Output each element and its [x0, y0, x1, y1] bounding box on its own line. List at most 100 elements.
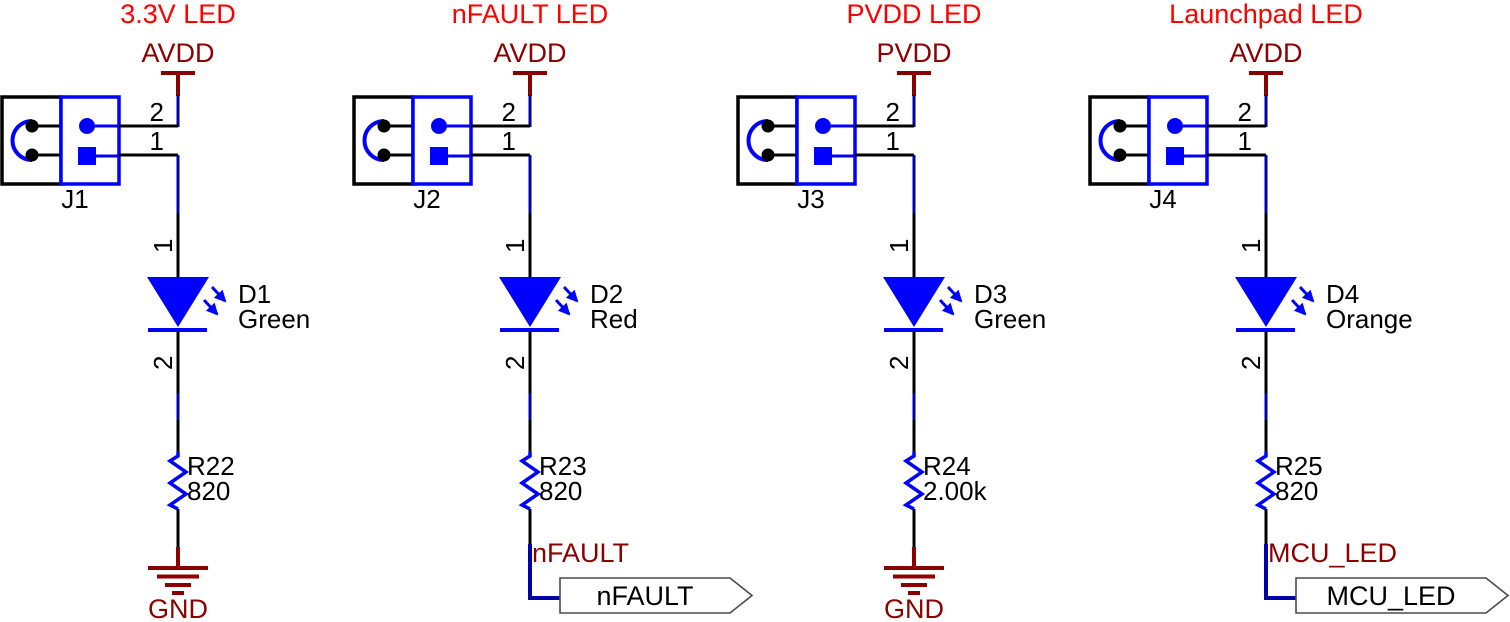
resistor-refdes: R23 — [539, 451, 587, 481]
circuit-title: 3.3V LED — [120, 0, 236, 29]
power-net-label: PVDD — [876, 38, 951, 68]
power-net-flag[interactable]: AVDD — [493, 38, 567, 96]
circuit-4: Launchpad LEDAVDD21J41D4Orange2R25820MCU… — [1088, 0, 1510, 614]
power-net-flag[interactable]: AVDD — [1229, 38, 1303, 96]
jumper-body — [411, 95, 473, 186]
shunt-wire-arc — [362, 119, 385, 162]
pin-number: 2 — [886, 97, 900, 127]
power-net-flag[interactable]: PVDD — [876, 38, 952, 96]
led-pin-number: 2 — [148, 356, 178, 370]
circuit-title: PVDD LED — [846, 0, 981, 29]
circuit-title: nFAULT LED — [452, 0, 609, 29]
jumper-refdes: J1 — [61, 184, 88, 214]
pin-number: 2 — [502, 97, 516, 127]
pin-number: 1 — [1238, 126, 1252, 156]
pin-number: 2 — [1238, 97, 1252, 127]
resistor-refdes: R22 — [187, 451, 235, 481]
ground-symbol[interactable]: GND — [148, 547, 208, 622]
shunt-pin-dot — [761, 148, 775, 162]
net-flag-label: nFAULT — [596, 581, 693, 611]
led-pin-number: 1 — [148, 239, 178, 253]
resistor-refdes: R24 — [923, 451, 971, 481]
wire-segment — [528, 544, 562, 600]
led-refdes: D2 — [590, 279, 623, 309]
led-emission-arrow-icon — [946, 285, 963, 303]
jumper-refdes: J3 — [797, 184, 824, 214]
net-flag[interactable]: MCU_LED — [1295, 577, 1510, 614]
net-name-label: nFAULT — [532, 538, 629, 568]
net-name-label: MCU_LED — [1268, 538, 1397, 568]
led-pin-number: 1 — [884, 239, 914, 253]
led-emission-arrow-icon — [1298, 285, 1315, 303]
pin-number: 2 — [150, 97, 164, 127]
shunt-pin-dot — [1113, 119, 1127, 133]
led-color-label: Green — [238, 304, 310, 334]
led-refdes: D4 — [1326, 279, 1359, 309]
jumper-pin2-circle-icon — [431, 118, 447, 134]
net-flag-label: MCU_LED — [1326, 581, 1455, 611]
resistor-value: 820 — [1275, 476, 1318, 506]
shunt-pin-dot — [25, 148, 39, 162]
led-pin-number: 2 — [884, 356, 914, 370]
led-emission-arrow-icon — [210, 285, 227, 303]
jumper-pin1-square-icon — [430, 147, 448, 165]
jumper-refdes: J2 — [413, 184, 440, 214]
led-pin-number: 2 — [1236, 356, 1266, 370]
jumper-pin2-circle-icon — [1167, 118, 1183, 134]
jumper-body — [1147, 95, 1209, 186]
led-pin-number: 1 — [500, 239, 530, 253]
jumper-pin1-square-icon — [78, 147, 96, 165]
pin-number: 1 — [150, 126, 164, 156]
resistor-zigzag-icon — [518, 452, 542, 511]
pin-number: 1 — [886, 126, 900, 156]
led-emission-arrow-icon — [202, 298, 219, 316]
ground-label: GND — [884, 594, 944, 622]
shunt-pin-dot — [761, 119, 775, 133]
jumper-pin1-square-icon — [814, 147, 832, 165]
led-emission-arrow-icon — [1290, 298, 1307, 316]
shunt-wire-arc — [10, 119, 33, 162]
net-flag[interactable]: nFAULT — [559, 577, 754, 614]
jumper-body — [795, 95, 857, 186]
jumper-body — [59, 95, 121, 186]
power-net-flag[interactable]: AVDD — [141, 38, 215, 96]
led-pin-number: 2 — [500, 356, 530, 370]
shunt-wire-arc — [746, 119, 769, 162]
power-net-label: AVDD — [141, 38, 214, 68]
led-triangle-icon — [147, 277, 209, 327]
led-color-label: Orange — [1326, 304, 1413, 334]
power-net-label: AVDD — [1229, 38, 1302, 68]
resistor-zigzag-icon — [902, 452, 926, 511]
jumper-pin2-circle-icon — [815, 118, 831, 134]
led-triangle-icon — [1235, 277, 1297, 327]
shunt-pin-dot — [377, 148, 391, 162]
ground-label: GND — [148, 594, 208, 622]
led-refdes: D1 — [238, 279, 271, 309]
led-emission-arrow-icon — [562, 285, 579, 303]
jumper-refdes: J4 — [1149, 184, 1176, 214]
resistor-refdes: R25 — [1275, 451, 1323, 481]
ground-symbol[interactable]: GND — [884, 547, 944, 622]
net-flag-shape — [1295, 577, 1510, 614]
shunt-pin-dot — [1113, 148, 1127, 162]
led-emission-arrow-icon — [554, 298, 571, 316]
led-color-label: Green — [974, 304, 1046, 334]
net-flag-shape — [559, 577, 754, 614]
resistor-zigzag-icon — [166, 452, 190, 511]
resistor-value: 2.00k — [923, 476, 988, 506]
